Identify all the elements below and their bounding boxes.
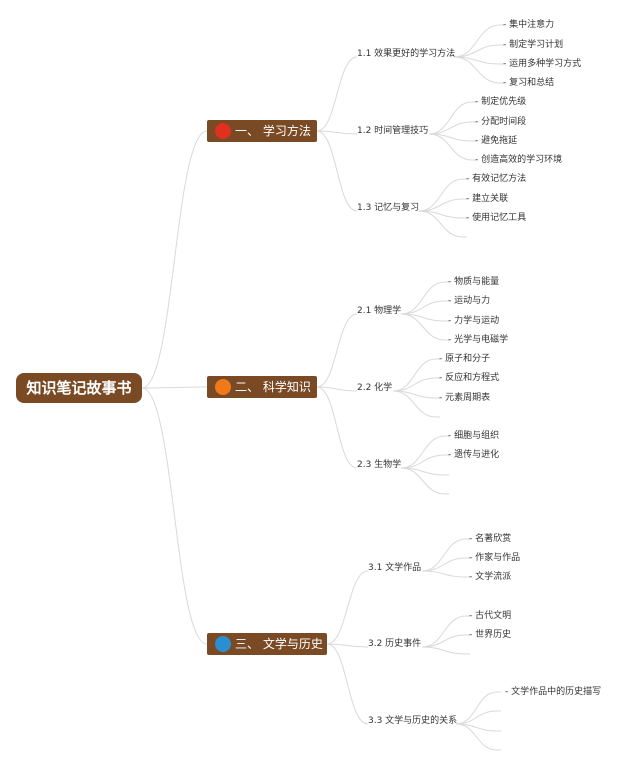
- subtopic-leaf-link: [421, 557, 467, 572]
- subtopic-2-1[interactable]: 2.1 物理学: [357, 306, 402, 316]
- branch-label: 一、 学习方法: [235, 124, 311, 138]
- root-topic[interactable]: 知识笔记故事书: [16, 373, 142, 403]
- subtopic-leaf-link: [455, 691, 498, 725]
- root-branch-link: [141, 386, 208, 389]
- leaf-1-2-4[interactable]: - 创造高效的学习环境: [475, 155, 563, 165]
- leaf-2-1-3[interactable]: - 力学与运动: [448, 316, 500, 326]
- leaf-3-1-3[interactable]: - 文学流派: [469, 572, 512, 582]
- orange-circle-icon: [215, 379, 231, 395]
- subtopic-leaf-link: [418, 198, 464, 212]
- leaf-1-1-1[interactable]: - 集中注意力: [503, 20, 555, 30]
- leaf-1-3-2[interactable]: - 建立关联: [466, 194, 509, 204]
- subtopic-leaf-link: [400, 467, 446, 495]
- subtopic-leaf-link: [455, 723, 498, 751]
- branch-label: 二、 科学知识: [235, 380, 311, 394]
- subtopic-3-1[interactable]: 3.1 文学作品: [368, 563, 422, 573]
- subtopic-leaf-link: [392, 377, 437, 392]
- branch-subtopic-link: [316, 130, 358, 135]
- branch-topic-3[interactable]: 三、 文学与历史: [207, 633, 327, 655]
- subtopic-leaf-link: [421, 646, 467, 655]
- subtopic-leaf-link: [453, 56, 501, 84]
- leaf-1-1-3[interactable]: - 运用多种学习方式: [503, 59, 582, 69]
- subtopic-leaf-link: [400, 300, 446, 315]
- branch-topic-2[interactable]: 二、 科学知识: [207, 376, 317, 398]
- subtopic-leaf-link: [400, 313, 446, 341]
- subtopic-3-3[interactable]: 3.3 文学与历史的关系: [368, 716, 458, 726]
- subtopic-3-2[interactable]: 3.2 历史事件: [368, 639, 422, 649]
- leaf-3-2-1[interactable]: - 古代文明: [469, 611, 512, 621]
- subtopic-leaf-link: [400, 281, 446, 315]
- blue-circle-icon: [215, 636, 231, 652]
- subtopic-leaf-link: [455, 710, 498, 725]
- leaf-1-1-2[interactable]: - 制定学习计划: [503, 40, 564, 50]
- subtopic-1-3[interactable]: 1.3 记忆与复习: [357, 203, 420, 213]
- branch-subtopic-link: [326, 643, 369, 725]
- root-branch-link: [141, 130, 208, 389]
- branch-subtopic-link: [316, 313, 358, 388]
- subtopic-leaf-link: [421, 538, 467, 572]
- branch-subtopic-link: [316, 386, 358, 392]
- subtopic-leaf-link: [421, 570, 467, 578]
- red-circle-icon: [215, 123, 231, 139]
- leaf-1-2-1[interactable]: - 制定优先级: [475, 97, 527, 107]
- branch-label: 三、 文学与历史: [235, 637, 323, 651]
- subtopic-leaf-link: [418, 210, 464, 238]
- subtopic-leaf-link: [453, 24, 501, 58]
- subtopic-leaf-link: [392, 358, 437, 392]
- branch-topic-1[interactable]: 一、 学习方法: [207, 120, 317, 142]
- leaf-1-2-2[interactable]: - 分配时间段: [475, 117, 527, 127]
- leaf-3-2-2[interactable]: - 世界历史: [469, 630, 512, 640]
- subtopic-leaf-link: [428, 121, 473, 135]
- leaf-2-2-3[interactable]: - 元素周期表: [439, 393, 491, 403]
- subtopic-leaf-link: [428, 101, 473, 135]
- subtopic-1-1[interactable]: 1.1 效果更好的学习方法: [357, 49, 456, 59]
- subtopic-leaf-link: [421, 615, 467, 648]
- leaf-1-2-3[interactable]: - 避免拖延: [475, 136, 518, 146]
- branch-subtopic-link: [316, 56, 358, 132]
- subtopic-leaf-link: [453, 44, 501, 58]
- leaf-2-3-2[interactable]: - 遗传与进化: [448, 450, 500, 460]
- leaf-3-3-1[interactable]: - 文学作品中的历史描写: [505, 687, 602, 697]
- leaf-3-1-1[interactable]: - 名著欣赏: [469, 534, 512, 544]
- branch-subtopic-link: [316, 130, 358, 212]
- subtopic-leaf-link: [400, 435, 446, 469]
- leaf-1-1-4[interactable]: - 复习和总结: [503, 78, 555, 88]
- subtopic-leaf-link: [418, 178, 464, 212]
- leaf-3-1-2[interactable]: - 作家与作品: [469, 553, 521, 563]
- subtopic-2-2[interactable]: 2.2 化学: [357, 383, 393, 393]
- subtopic-2-3[interactable]: 2.3 生物学: [357, 460, 402, 470]
- branch-subtopic-link: [326, 643, 369, 648]
- leaf-2-3-1[interactable]: - 细胞与组织: [448, 431, 500, 441]
- subtopic-leaf-link: [428, 133, 473, 161]
- leaf-2-2-2[interactable]: - 反应和方程式: [439, 373, 500, 383]
- subtopic-leaf-link: [392, 390, 437, 418]
- subtopic-leaf-link: [400, 454, 446, 469]
- leaf-1-3-1[interactable]: - 有效记忆方法: [466, 174, 527, 184]
- subtopic-leaf-link: [421, 634, 467, 648]
- leaf-2-2-1[interactable]: - 原子和分子: [439, 354, 491, 364]
- leaf-1-3-3[interactable]: - 使用记忆工具: [466, 213, 527, 223]
- branch-subtopic-link: [326, 570, 369, 645]
- leaf-2-1-1[interactable]: - 物质与能量: [448, 277, 500, 287]
- leaf-2-1-4[interactable]: - 光学与电磁学: [448, 335, 509, 345]
- branch-subtopic-link: [316, 386, 358, 469]
- subtopic-1-2[interactable]: 1.2 时间管理技巧: [357, 126, 429, 136]
- root-branch-link: [141, 387, 208, 645]
- leaf-2-1-2[interactable]: - 运动与力: [448, 296, 491, 306]
